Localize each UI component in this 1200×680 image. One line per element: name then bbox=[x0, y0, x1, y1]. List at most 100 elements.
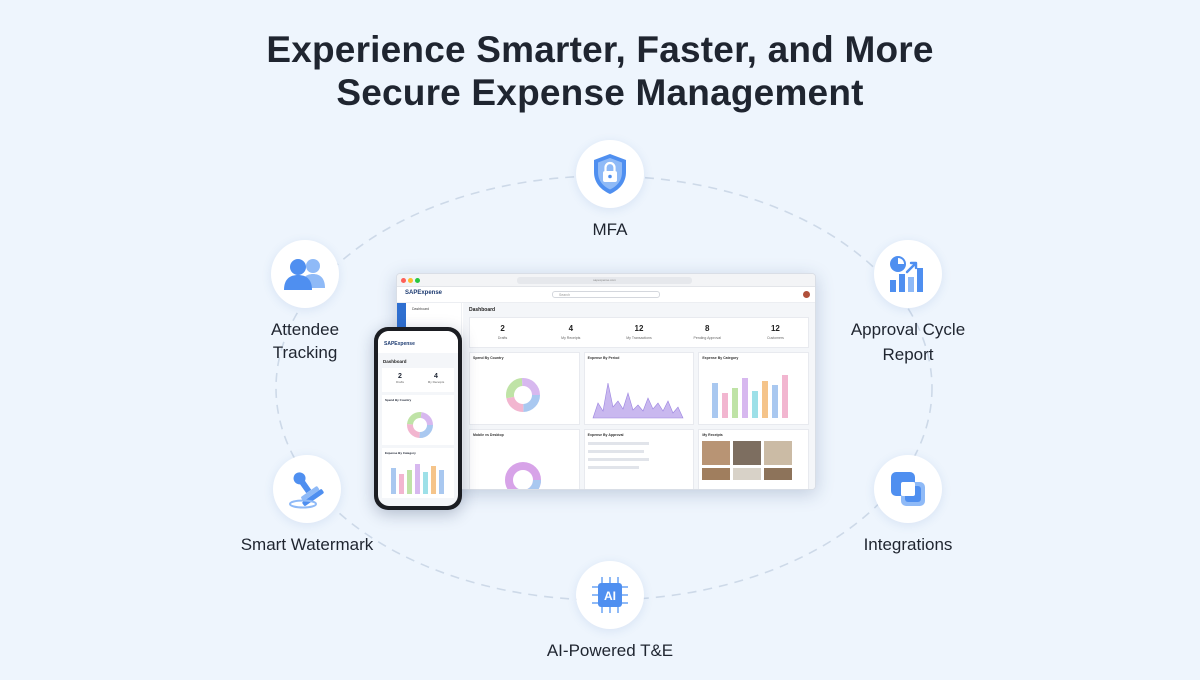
stat-receipts: 4 My Receipts bbox=[538, 318, 603, 347]
stat-value: 12 bbox=[634, 324, 644, 333]
card-mobile-vs-desktop: Mobile vs Desktop bbox=[469, 429, 580, 489]
attendee-label: Attendee Tracking bbox=[245, 318, 365, 364]
mfa-icon-circle bbox=[576, 140, 644, 208]
integrations-icon bbox=[891, 472, 925, 506]
card-title: Expense By Category bbox=[385, 451, 416, 455]
half-donut-graphic bbox=[505, 462, 541, 489]
headline-line-1: Experience Smarter, Faster, and More bbox=[266, 29, 934, 70]
desktop-search-input: Search bbox=[552, 291, 660, 298]
desktop-topbar: SAPExpense Search bbox=[397, 287, 815, 303]
close-dot bbox=[401, 278, 406, 283]
watermark-icon-circle bbox=[273, 455, 341, 523]
browser-chrome: sapexpense.com bbox=[397, 274, 815, 287]
receipt-thumbnail bbox=[733, 441, 762, 465]
card-title: Expense By Category bbox=[702, 356, 739, 360]
stamp-icon bbox=[289, 472, 324, 509]
headline-line-2: Secure Expense Management bbox=[336, 72, 864, 113]
card-title: Spend By Country bbox=[385, 398, 412, 402]
card-title: Mobile vs Desktop bbox=[473, 433, 504, 437]
desktop-logo: SAPExpense bbox=[405, 290, 443, 296]
phone-logo: SAPExpense bbox=[384, 341, 415, 347]
attendee-icon-circle bbox=[271, 240, 339, 308]
donut-chart-graphic bbox=[506, 378, 540, 412]
stat-value: 2 bbox=[398, 373, 402, 380]
receipt-thumbnail bbox=[764, 441, 793, 465]
phone-heading: Dashboard bbox=[383, 359, 407, 364]
feature-approval-cycle: Approval Cycle Report bbox=[838, 240, 978, 366]
card-title: Expense By Approval bbox=[587, 433, 624, 437]
maximize-dot bbox=[415, 278, 420, 283]
feature-attendee-tracking: Attendee Tracking bbox=[245, 240, 365, 364]
card-title: Expense By Period bbox=[587, 356, 620, 360]
receipt-thumbnail bbox=[702, 441, 731, 465]
svg-text:AI: AI bbox=[604, 589, 616, 603]
phone-card-spend-by-country: Spend By Country bbox=[382, 395, 454, 445]
stat-label: My Receipts bbox=[561, 336, 581, 340]
stat-value: 8 bbox=[704, 324, 710, 333]
card-my-receipts: My Receipts bbox=[698, 429, 809, 489]
desktop-card-grid: Spend By Country Expense By Period bbox=[469, 352, 809, 489]
receipt-thumbnail bbox=[702, 468, 731, 480]
desktop-heading: Dashboard bbox=[469, 307, 496, 313]
feature-mfa: MFA bbox=[560, 140, 660, 241]
phone-card-expense-by-category: Expense By Category bbox=[382, 448, 454, 498]
ai-chip-icon: AI bbox=[592, 577, 628, 613]
sidebar-item-dashboard: Dashboard bbox=[412, 307, 430, 311]
bar-chart-icon bbox=[890, 256, 923, 292]
phone-topbar: SAPExpense bbox=[378, 331, 458, 353]
card-title: My Receipts bbox=[702, 433, 723, 437]
approval-label-line-1: Approval Cycle bbox=[850, 320, 966, 339]
approval-label: Approval Cycle Report bbox=[838, 318, 978, 366]
feature-integrations: Integrations bbox=[848, 455, 968, 556]
stat-value: 12 bbox=[770, 324, 780, 333]
stat-value: 2 bbox=[500, 324, 505, 333]
card-spend-by-country: Spend By Country bbox=[469, 352, 580, 425]
feature-smart-watermark: Smart Watermark bbox=[232, 455, 382, 556]
stat-label: Drafts bbox=[395, 380, 404, 384]
card-expense-by-period: Expense By Period bbox=[583, 352, 695, 425]
card-expense-by-approval: Expense By Approval bbox=[583, 429, 695, 489]
receipt-thumbnails-row-2 bbox=[702, 468, 805, 480]
stat-label: Drafts bbox=[497, 336, 508, 340]
ai-label: AI-Powered T&E bbox=[546, 641, 674, 660]
attendee-label-line-1: Attendee bbox=[270, 320, 340, 339]
url-bar: sapexpense.com bbox=[517, 277, 692, 284]
stat-label: My Receipts bbox=[427, 380, 445, 384]
stat-value: 4 bbox=[434, 373, 438, 380]
approval-list bbox=[587, 442, 691, 469]
area-chart-graphic bbox=[592, 382, 684, 419]
receipt-thumbnail bbox=[733, 468, 762, 480]
avatar bbox=[803, 291, 810, 298]
stat-label: Pending Approval bbox=[693, 336, 721, 340]
card-title: Spend By Country bbox=[473, 356, 504, 360]
feature-ai-powered: AI AI-Powered T&E bbox=[540, 561, 680, 662]
receipt-thumbnail bbox=[764, 468, 793, 480]
stat-value: 4 bbox=[568, 324, 574, 333]
integrations-label: Integrations bbox=[863, 535, 953, 554]
attendee-label-line-2: Tracking bbox=[272, 343, 338, 362]
receipt-thumbnails bbox=[702, 441, 805, 465]
shield-lock-icon bbox=[594, 154, 626, 194]
users-icon bbox=[284, 259, 325, 290]
stat-label: Customers bbox=[766, 336, 784, 340]
card-expense-by-category: Expense By Category bbox=[698, 352, 809, 425]
approval-icon-circle bbox=[874, 240, 942, 308]
watermark-label: Smart Watermark bbox=[240, 535, 374, 554]
integrations-icon-circle bbox=[874, 455, 942, 523]
stat-transactions: 12 My Transactions bbox=[606, 318, 671, 347]
phone-bar-graphic bbox=[391, 464, 444, 494]
stat-label: My Transactions bbox=[626, 336, 652, 340]
bar-chart-graphic bbox=[712, 375, 789, 418]
minimize-dot bbox=[408, 278, 413, 283]
approval-label-line-2: Report bbox=[882, 345, 934, 364]
headline: Experience Smarter, Faster, and More Sec… bbox=[0, 28, 1200, 114]
